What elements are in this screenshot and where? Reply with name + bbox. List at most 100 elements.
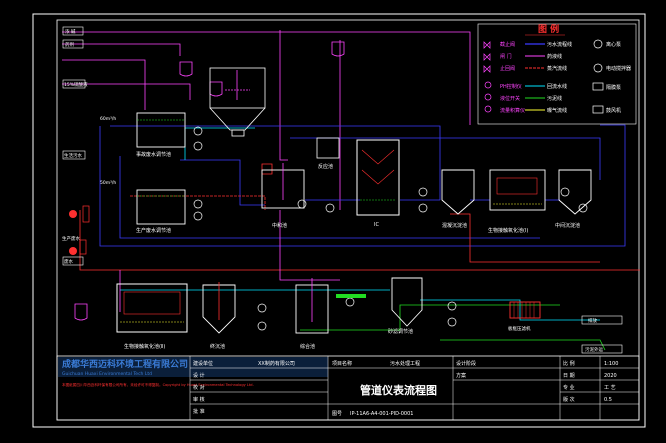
flow-rate-1: 60m³/h <box>100 116 116 122</box>
hopper <box>209 67 266 137</box>
legend-equip-4: 鼓风机 <box>606 107 621 114</box>
flow-rate-2: 50m³/h <box>100 180 116 186</box>
legend-equip-2: 电动搅拌器 <box>606 65 631 72</box>
left-pump-2-icon <box>69 247 77 255</box>
intermediate-settling: 中间沉淀池 <box>555 169 592 229</box>
legend-valve-3: 止回阀 <box>500 65 515 72</box>
stage-value: 方案 <box>456 372 466 379</box>
ver-value: 0.5 <box>604 397 612 403</box>
legend-line-2: 药液线 <box>547 53 562 60</box>
sand-filter-label: 砂滤调节池 <box>388 328 413 335</box>
legend-valve-1: 截止阀 <box>500 41 515 48</box>
centrifugal-pump-icon <box>593 39 603 49</box>
check-label: 校 对 <box>193 384 205 391</box>
legend-line-4: 回流水线 <box>547 83 567 90</box>
inlet-left-2: 生产废水 <box>62 235 80 242</box>
sheet-label: 图号 <box>332 411 342 417</box>
pumps-left <box>193 126 588 221</box>
green-valve-bar <box>336 294 366 298</box>
copyright-note: 本图纸属四川华西迈科环保有限公司所有，未经许可不得复制。Copyright by… <box>62 382 254 387</box>
ph-control-icon <box>484 81 492 89</box>
legend-valve-5: 液位开关 <box>500 95 520 102</box>
ic-reactor: IC <box>356 139 400 228</box>
coagulation-tank: 反应池 <box>316 137 340 170</box>
flow-meter-icon <box>484 105 492 113</box>
item-label: 项目名称 <box>332 360 352 367</box>
design-label: 设 计 <box>193 372 205 379</box>
outlet-1: 排放 <box>588 317 597 324</box>
level-switch-icon <box>484 93 492 101</box>
spec-value: 工 艺 <box>604 385 616 391</box>
piping <box>62 30 640 351</box>
outer-frame <box>32 13 646 428</box>
company-logo: 成都华西迈科环境工程有限公司 <box>62 358 188 370</box>
contact-ox-2-label: 生物接触氧化池(Ⅱ) <box>124 343 165 350</box>
inlet-top-3: 药剂 <box>65 41 74 48</box>
legend-line-3: 蒸汽流线 <box>547 65 567 72</box>
contact-ox-2: 生物接触氧化池(Ⅱ) <box>116 283 188 350</box>
mixer-icon <box>593 63 603 73</box>
inlet-labels: 浓 碱 药剂 15%硫酸液 生活污水 废水 生产废水 <box>62 26 90 266</box>
date-label: 日 期 <box>563 373 575 379</box>
legend-valve-6: 流量积算仪 <box>500 107 525 114</box>
legend-valve-4: PH控制仪 <box>500 83 522 90</box>
legend-line-6: 曝气流线 <box>547 107 567 114</box>
legend-equip-1: 离心泵 <box>606 41 621 48</box>
scale-label: 比 例 <box>563 360 575 367</box>
accident-tank-label: 事故废水调节池 <box>136 151 171 158</box>
inlet-top-1: 浓 碱 <box>65 28 76 35</box>
sluice-gate-icon <box>483 53 491 61</box>
title-block: 成都华西迈科环境工程有限公司 Guichuan Huaxi Environmen… <box>56 355 640 421</box>
review-label: 审 核 <box>193 396 205 403</box>
gate-valve-icon <box>483 41 491 49</box>
dosing-tank-2 <box>209 81 223 97</box>
dosing-tanks <box>74 41 345 321</box>
legend-line-1: 污水流程线 <box>547 41 572 48</box>
legend-line-5: 污泥线 <box>547 95 562 102</box>
approve-label: 批 准 <box>193 408 205 415</box>
company-en: Guichuan Huaxi Environmental Tech Ltd <box>62 371 152 377</box>
stage-label: 设计阶段 <box>456 360 476 367</box>
contact-ox-1: 生物接触氧化池(Ⅰ) <box>488 169 546 234</box>
spec-label: 专 业 <box>563 384 575 391</box>
intermediate-settling-label: 中间沉淀池 <box>555 222 580 229</box>
project-label: 建设单位 <box>193 360 213 367</box>
neutralization-label: 中和池 <box>272 222 287 229</box>
ic-label: IC <box>374 222 379 228</box>
final-settling-label: 终沉池 <box>210 343 225 350</box>
scale-value: 1:100 <box>604 361 618 367</box>
sheet-value: IP-11A6-A4-001-PID-0001 <box>350 411 413 417</box>
legend: 图 例 截止阀 闸 门 止回阀 PH控制仪 液位开关 流量积算仪 污水流程线 药… <box>477 23 637 125</box>
contact-ox-1-label: 生物接触氧化池(Ⅰ) <box>488 227 528 234</box>
inlet-top-2: 15%硫酸液 <box>64 81 88 88</box>
press-label: 板框压滤机 <box>508 325 531 332</box>
project-value: XX制药有限公司 <box>258 360 295 367</box>
blower-icon <box>592 105 604 114</box>
production-tank: 生产废水调节池 50m³/h <box>100 180 186 234</box>
buffer-label: 综合池 <box>300 343 315 350</box>
pumps-bottom <box>257 297 457 331</box>
dosing-tank-1 <box>179 61 193 77</box>
dosing-tank-3 <box>331 41 345 57</box>
diaphragm-pump-icon <box>592 82 604 91</box>
legend-title: 图 例 <box>538 23 559 35</box>
legend-equip-3: 隔膜泵 <box>606 84 621 91</box>
filter-press: 板框压滤机 <box>508 301 541 332</box>
accident-tank: 事故废水调节池 60m³/h <box>100 112 186 158</box>
coagulation-label: 反应池 <box>318 163 333 170</box>
sand-filter: 砂滤调节池 <box>388 277 423 335</box>
sedimentation-tank: 混凝沉淀池 <box>441 169 475 229</box>
dosing-tank-4 <box>74 303 88 321</box>
ver-label: 版 次 <box>563 396 575 403</box>
buffer-tank: 综合池 <box>295 278 329 350</box>
production-tank-label: 生产废水调节池 <box>136 227 171 234</box>
item-value: 污水处理工程 <box>390 360 420 367</box>
drawing-title: 管道仪表流程图 <box>360 383 437 397</box>
left-pump-1-icon <box>69 210 77 218</box>
date-value: 2020 <box>604 373 617 379</box>
final-settling: 终沉池 <box>202 282 236 350</box>
neutralization-tank: 中和池 <box>261 163 305 229</box>
inlet-left-3: 废水 <box>64 258 73 265</box>
legend-valve-2: 闸 门 <box>500 53 512 60</box>
